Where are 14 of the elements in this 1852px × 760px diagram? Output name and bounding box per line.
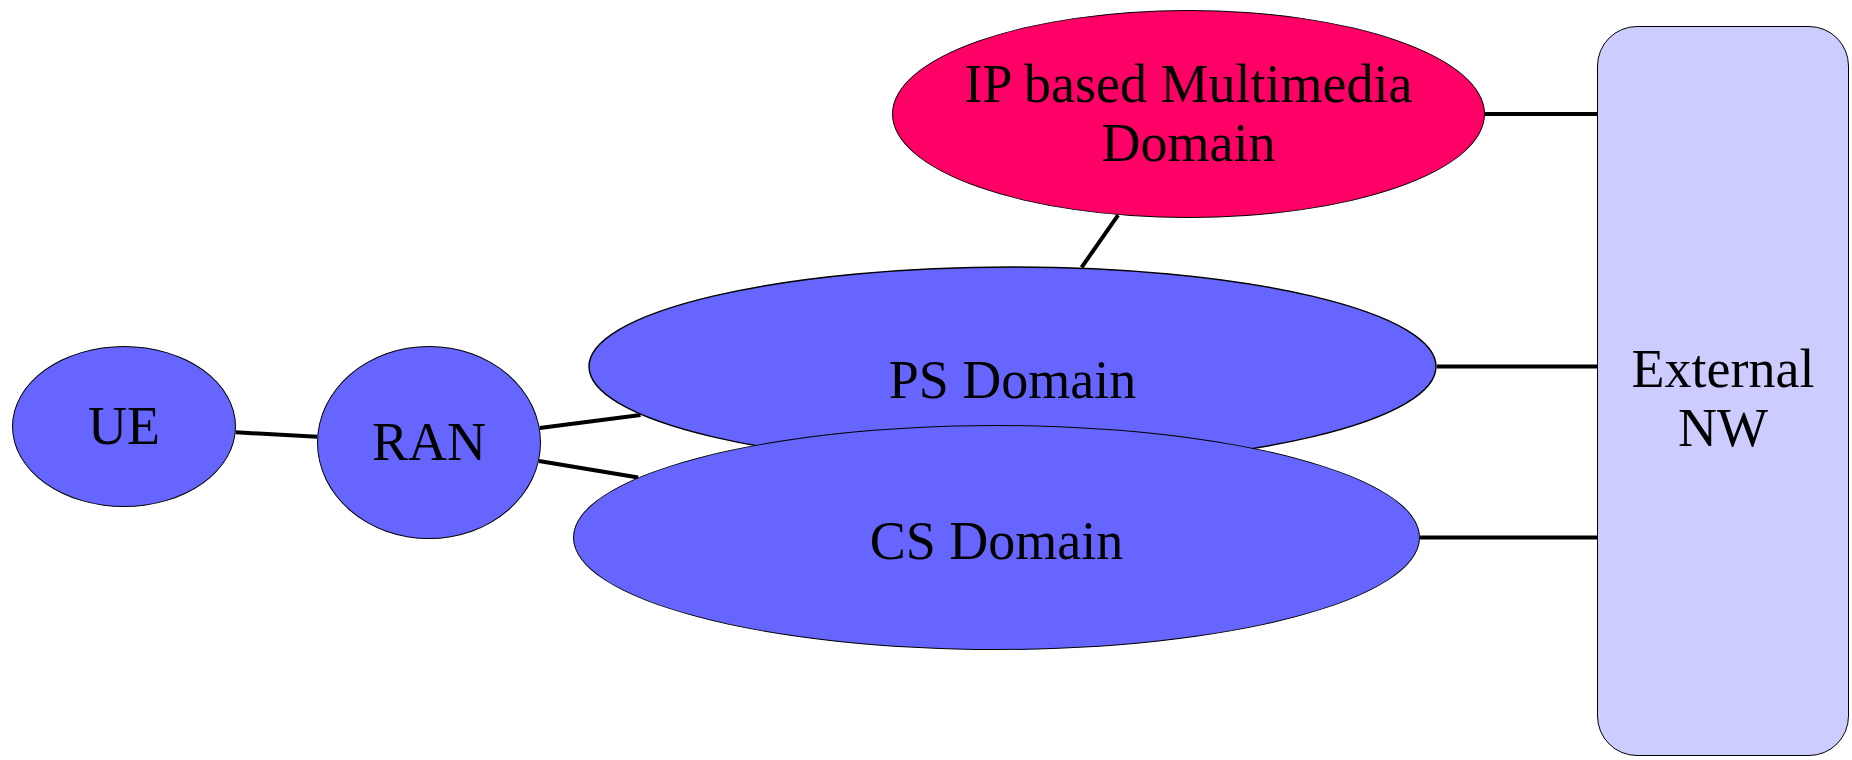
connector-line (539, 412, 641, 431)
connector-line (1485, 112, 1597, 116)
node-label: UE (88, 396, 160, 457)
connector-line (1420, 535, 1597, 540)
connector-line (1079, 213, 1120, 269)
node-label: External NW (1630, 339, 1816, 459)
network-box (1597, 26, 1849, 756)
node-label: PS Domain (888, 350, 1137, 410)
node-label: CS Domain (869, 511, 1124, 572)
node-label: RAN (372, 412, 486, 473)
node-label: IP based Multimedia Domain (963, 54, 1414, 174)
connector-line (538, 458, 639, 480)
connector-line (235, 430, 318, 439)
connector-line (1437, 364, 1597, 369)
